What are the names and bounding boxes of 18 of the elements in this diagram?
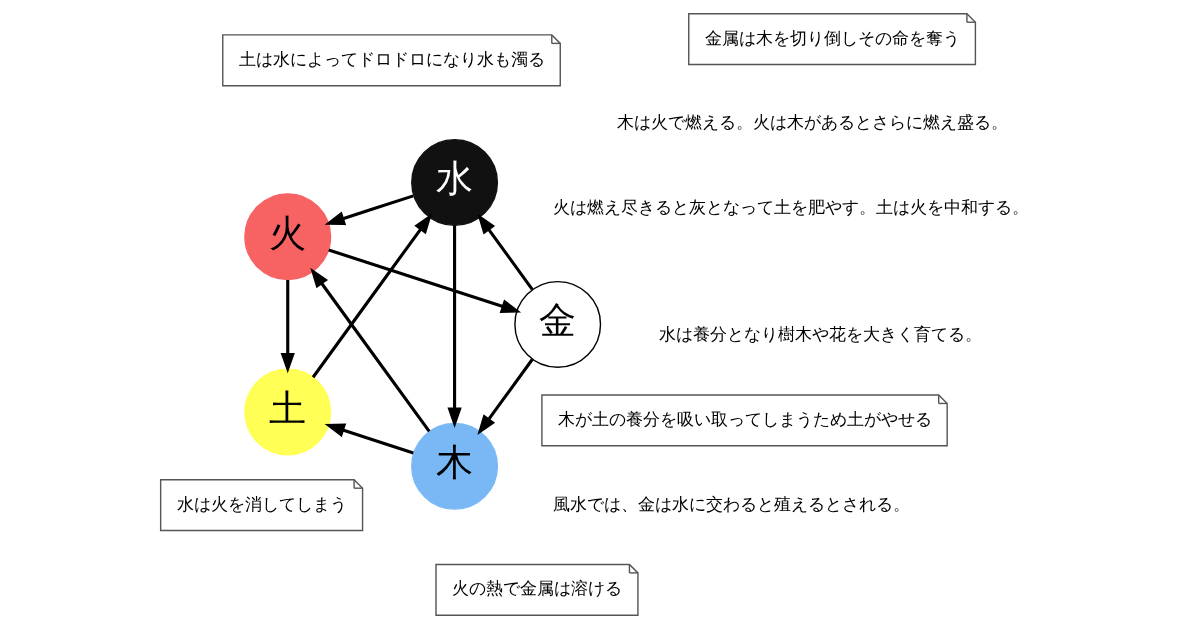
- node-circle: 水: [410, 138, 498, 226]
- label: 水は養分となり樹木や花を大きく育てる。: [658, 324, 982, 345]
- arrow: [280, 280, 295, 374]
- arrow: [324, 423, 414, 455]
- arrow: [311, 213, 432, 379]
- arrow: [324, 194, 414, 226]
- node-circle: 土: [243, 368, 331, 456]
- arrow: [327, 248, 521, 314]
- node-circle: 木: [410, 422, 498, 510]
- label: 火は燃え尽きると灰となって土を肥やす。土は火を中和する。: [552, 196, 1029, 217]
- arrow: [476, 213, 533, 291]
- arrow: [446, 225, 462, 428]
- label: 木は火で燃える。火は木があるとさらに燃え盛る。: [616, 112, 1008, 133]
- node-circle: 火: [243, 193, 331, 281]
- node-circle: 金: [513, 280, 601, 368]
- arrow: [476, 358, 533, 435]
- arrow: [309, 267, 430, 433]
- label: 風水では、金は水に交わると殖えるとされる。: [552, 493, 910, 514]
